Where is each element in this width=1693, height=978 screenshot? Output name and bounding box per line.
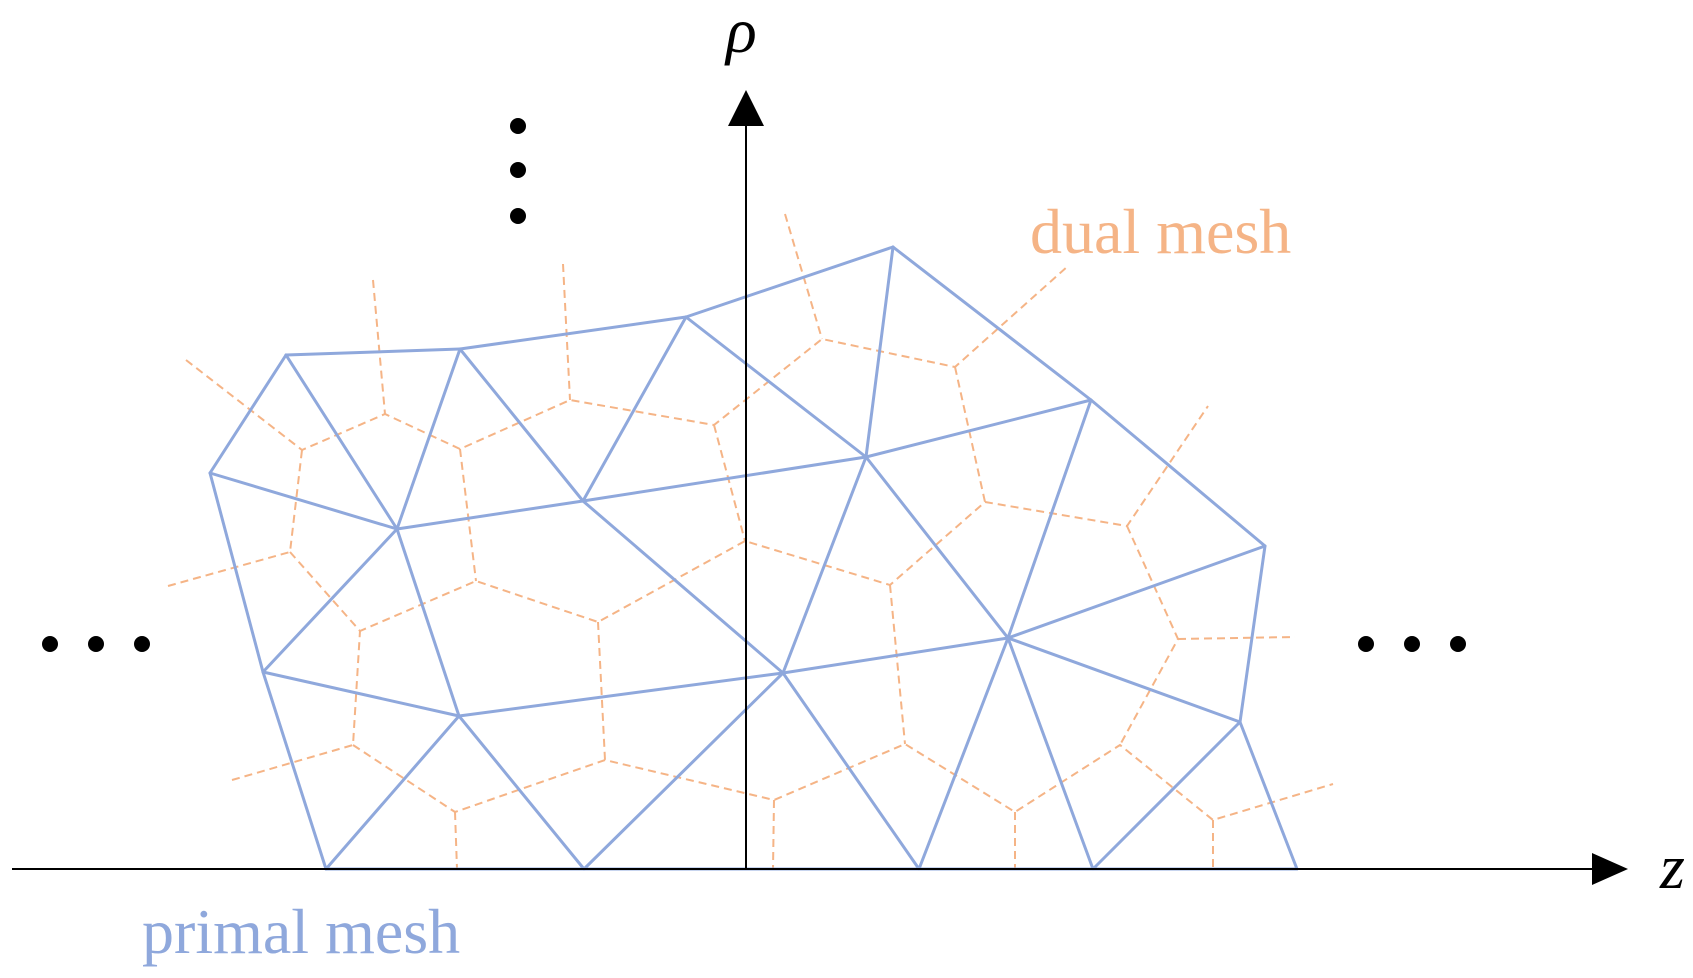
dual-edge xyxy=(713,424,746,542)
primal-mesh xyxy=(208,245,1299,871)
primal-edge xyxy=(208,471,399,531)
dual-edge xyxy=(372,279,386,415)
primal-edge xyxy=(864,455,1010,640)
primal-edge xyxy=(864,398,1093,459)
dual-edge xyxy=(1177,636,1296,640)
dual-edge xyxy=(231,630,361,781)
dual-edge xyxy=(454,811,458,870)
primal-mesh-label: primal mesh xyxy=(142,896,460,967)
primal-edge xyxy=(1238,720,1299,871)
z-axis-arrow xyxy=(1592,853,1628,885)
dot xyxy=(1404,636,1420,652)
dot xyxy=(134,636,150,652)
dual-edge xyxy=(1119,525,1180,746)
primal-edge xyxy=(864,245,895,459)
dot xyxy=(42,636,58,652)
primal-edge xyxy=(458,315,688,351)
dot xyxy=(510,118,526,134)
primal-edge xyxy=(781,636,1010,675)
primal-edge xyxy=(261,670,461,718)
primal-edge xyxy=(581,315,688,503)
primal-edge xyxy=(582,671,785,871)
dual-edge xyxy=(889,584,906,745)
primal-edge xyxy=(457,714,586,871)
primal-edge xyxy=(581,499,785,675)
dual-edge xyxy=(459,448,477,582)
primal-edge xyxy=(261,527,399,674)
rho-axis-label: ρ xyxy=(724,0,757,66)
dual-mesh xyxy=(167,213,1334,870)
continuation-dots xyxy=(42,118,1466,652)
primal-edge xyxy=(261,670,328,871)
primal-edge xyxy=(684,245,895,319)
primal-edge xyxy=(1006,544,1267,640)
dual-edge xyxy=(167,449,303,587)
primal-edge xyxy=(781,671,921,871)
primal-edge xyxy=(395,527,461,718)
dual-edge xyxy=(772,799,775,870)
dual-edge xyxy=(597,621,606,761)
primal-edge xyxy=(781,455,868,675)
primal-edge xyxy=(1089,398,1267,548)
primal-edge xyxy=(458,347,585,503)
dual-edge xyxy=(289,405,1209,633)
dot xyxy=(1450,636,1466,652)
primal-edge xyxy=(1238,544,1267,724)
primal-edge xyxy=(1006,636,1242,724)
primal-edge xyxy=(324,714,461,871)
rho-axis-arrow xyxy=(728,90,764,126)
primal-edge xyxy=(917,636,1010,871)
primal-edge xyxy=(284,347,462,357)
dot xyxy=(510,208,526,224)
primal-edge xyxy=(1006,636,1095,871)
primal-edge xyxy=(1091,720,1242,871)
primal-edge xyxy=(284,353,399,531)
primal-edge xyxy=(208,471,265,674)
dual-edge xyxy=(562,263,571,401)
primal-edge xyxy=(684,315,868,459)
primal-edge xyxy=(1006,398,1093,640)
z-axis-label: z xyxy=(1659,831,1685,902)
primal-edge xyxy=(457,671,785,718)
dot xyxy=(1358,636,1374,652)
dual-mesh-label: dual mesh xyxy=(1030,196,1291,267)
primal-edge xyxy=(581,455,868,503)
dot xyxy=(510,162,526,178)
primal-edge xyxy=(208,353,288,475)
primal-edge xyxy=(891,245,1093,402)
dual-edge xyxy=(954,366,986,503)
dual-edge xyxy=(185,265,1069,452)
primal-edge xyxy=(395,347,462,531)
axes xyxy=(12,90,1628,885)
dot xyxy=(88,636,104,652)
primal-edge xyxy=(395,499,585,531)
dual-edge xyxy=(352,742,1334,822)
